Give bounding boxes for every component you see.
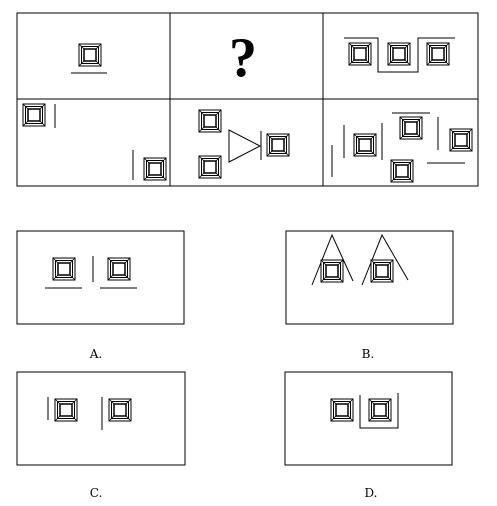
option-d-figure[interactable] xyxy=(284,371,453,466)
cell-5-figure xyxy=(198,109,290,179)
box-icon xyxy=(320,259,344,283)
box-icon xyxy=(52,257,76,281)
box-icon xyxy=(54,398,78,422)
box-icon xyxy=(22,103,46,127)
option-b-label[interactable]: B. xyxy=(361,347,375,361)
option-a-figure[interactable] xyxy=(16,230,185,325)
box-icon xyxy=(108,398,132,422)
cell-4-figure xyxy=(22,103,167,181)
box-icon xyxy=(370,259,394,283)
option-b-figure[interactable] xyxy=(285,230,454,325)
box-icon xyxy=(330,398,354,422)
cell-1-figure xyxy=(71,43,107,74)
box-icon xyxy=(266,133,290,157)
box-icon xyxy=(143,157,167,181)
box-icon xyxy=(426,42,450,66)
box-icon xyxy=(387,42,411,66)
box-icon xyxy=(353,133,377,157)
box-icon xyxy=(399,116,423,140)
box-icon xyxy=(78,43,102,67)
box-icon xyxy=(198,109,222,133)
box-icon xyxy=(348,42,372,66)
cell-3-figure xyxy=(344,37,455,73)
box-icon xyxy=(107,257,131,281)
puzzle-grid xyxy=(16,12,479,187)
box-icon xyxy=(390,159,414,183)
option-a-label[interactable]: A. xyxy=(89,347,103,361)
box-icon xyxy=(198,155,222,179)
option-d-label[interactable]: D. xyxy=(364,486,378,500)
box-icon xyxy=(449,128,473,152)
option-c-figure[interactable] xyxy=(16,371,186,466)
option-c-label[interactable]: C. xyxy=(89,486,103,500)
box-icon xyxy=(368,398,392,422)
cell-6-figure xyxy=(331,112,473,183)
question-mark: ? xyxy=(229,27,257,89)
